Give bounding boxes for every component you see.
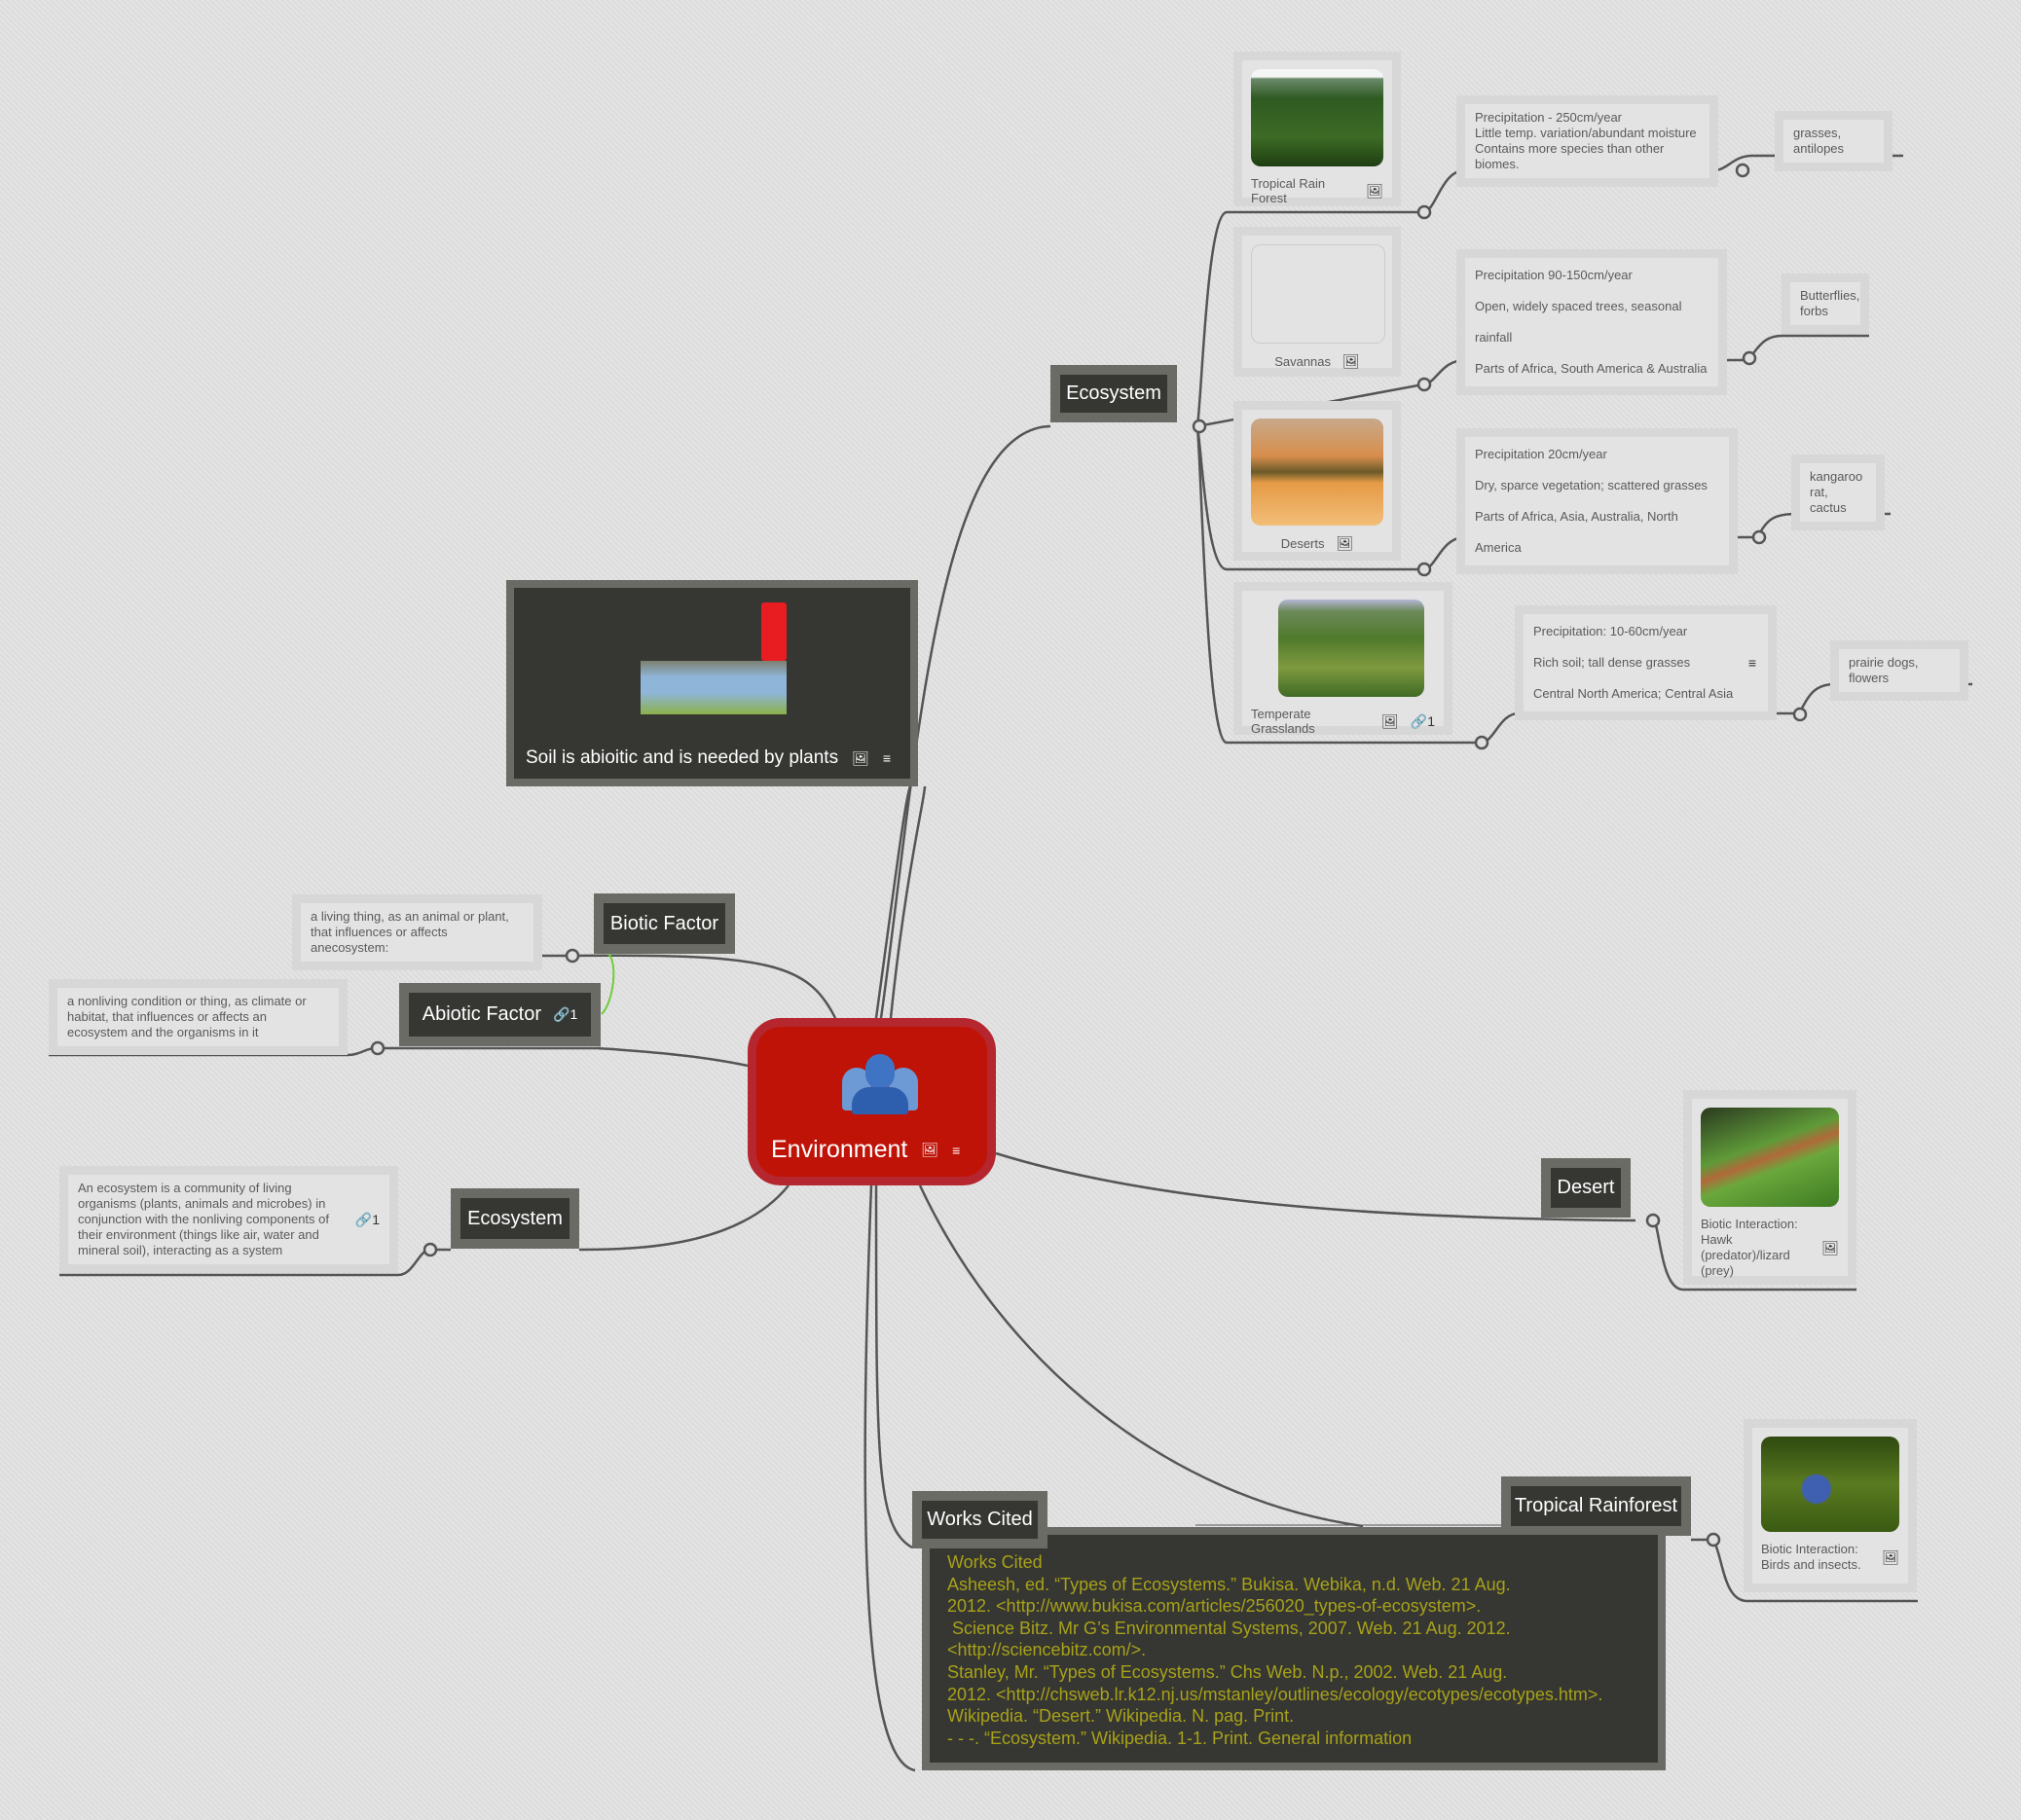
biome-label: Temperate Grasslands [1251, 707, 1315, 736]
biome-card-temperate-grasslands[interactable]: Temperate Grasslands 🖼 🔗1 [1233, 582, 1452, 736]
note-line: Parts of Africa, Asia, Australia, North … [1475, 509, 1678, 555]
biome-note[interactable]: Precipitation - 250cm/year Little temp. … [1456, 95, 1718, 187]
rainforest-image [1251, 69, 1383, 166]
citation-line: 2012. <http://www.bukisa.com/articles/25… [947, 1596, 1482, 1617]
note-line: Precipitation 90-150cm/year [1475, 268, 1633, 282]
note-text: a nonliving condition or thing, as clima… [67, 994, 307, 1039]
biome-label: Deserts [1280, 536, 1325, 551]
biome-card-deserts[interactable]: Deserts 🖼 [1233, 401, 1401, 561]
ecosystem-diagram-image [641, 602, 787, 729]
note-text: kangaroo rat, cactus [1810, 469, 1863, 515]
link-icon[interactable]: 🔗1 [354, 1212, 380, 1227]
note-text: Butterflies, forbs [1800, 288, 1860, 318]
topic-label: Ecosystem [1066, 382, 1161, 404]
biome-card-savannas[interactable]: Savannas 🖼 [1233, 227, 1401, 377]
topic-biotic-factor[interactable]: Biotic Factor [594, 893, 735, 954]
topic-label: Works Cited [927, 1509, 1033, 1530]
note-line: Parts of Africa, South America & Austral… [1475, 361, 1708, 376]
topic-ecosystem-top[interactable]: Ecosystem [1050, 365, 1177, 422]
image-icon[interactable]: 🖼 [1336, 535, 1354, 551]
note-line: Contains more species than other biomes. [1475, 141, 1665, 171]
link-icon[interactable]: 🔗1 [1410, 712, 1435, 729]
note-line: Rich soil; tall dense grasses [1533, 655, 1691, 670]
works-cited-content[interactable]: Works Cited Asheesh, ed. “Types of Ecosy… [922, 1527, 1666, 1770]
note-text: a living thing, as an animal or plant, t… [311, 909, 509, 955]
abiotic-note[interactable]: a nonliving condition or thing, as clima… [49, 979, 348, 1055]
image-icon[interactable]: 🖼 [1342, 353, 1360, 369]
card-caption: Biotic Interaction: Birds and insects. [1761, 1542, 1861, 1572]
notes-icon[interactable]: ≡ [882, 750, 892, 766]
image-icon[interactable]: 🖼 [1380, 712, 1399, 729]
image-icon[interactable]: 🖼 [852, 749, 869, 766]
citation-line: Stanley, Mr. “Types of Ecosystems.” Chs … [947, 1661, 1508, 1682]
topic-label: Ecosystem [467, 1207, 563, 1229]
link-icon[interactable]: 🔗1 [553, 1006, 578, 1022]
note-line: Precipitation - 250cm/year [1475, 110, 1623, 125]
people-icon [842, 1054, 918, 1114]
notes-icon: ≡ [952, 1142, 961, 1158]
topic-label: Tropical Rainforest [1514, 1495, 1678, 1516]
note-text: prairie dogs, flowers [1849, 655, 1919, 685]
desert-image [1251, 419, 1383, 526]
image-icon[interactable]: 🖼 [1821, 1239, 1839, 1256]
topic-label: Abiotic Factor [422, 1003, 542, 1025]
citation-line: - - -. “Ecosystem.” Wikipedia. 1-1. Prin… [947, 1728, 1413, 1748]
citation-line: 2012. <http://chsweb.lr.k12.nj.us/mstanl… [947, 1684, 1603, 1704]
broken-image [1251, 244, 1385, 344]
topic-soil[interactable]: Soil is abioitic and is needed by plants… [506, 580, 918, 786]
biome-note[interactable]: Precipitation 20cm/year Dry, sparce vege… [1456, 428, 1738, 574]
topic-ecosystem-left[interactable]: Ecosystem [451, 1188, 579, 1249]
central-label: Environment [771, 1136, 908, 1163]
biotic-note[interactable]: a living thing, as an animal or plant, t… [292, 894, 542, 970]
leaf-note[interactable]: grasses, antilopes [1775, 111, 1892, 171]
note-text: grasses, antilopes [1793, 126, 1845, 156]
leaf-note[interactable]: prairie dogs, flowers [1830, 640, 1968, 701]
note-text: An ecosystem is a community of living or… [78, 1181, 329, 1257]
biome-note[interactable]: Precipitation: 10-60cm/year Rich soil; t… [1515, 605, 1777, 720]
topic-label: Biotic Factor [609, 912, 719, 934]
biome-label: Tropical Rain Forest [1251, 176, 1326, 205]
topic-label: Desert [1557, 1177, 1615, 1198]
topic-desert[interactable]: Desert [1541, 1158, 1631, 1218]
notes-icon[interactable]: ≡ [1747, 655, 1756, 671]
note-line: Dry, sparce vegetation; scattered grasse… [1475, 478, 1708, 492]
note-line: Central North America; Central Asia [1533, 686, 1734, 701]
note-line: Little temp. variation/abundant moisture [1475, 126, 1697, 140]
leaf-note[interactable]: Butterflies, forbs [1782, 273, 1869, 334]
citation-line: Science Bitz. Mr G’s Environmental Syste… [947, 1618, 1511, 1638]
citation-line: Wikipedia. “Desert.” Wikipedia. N. pag. … [947, 1706, 1295, 1727]
bird-image [1761, 1437, 1899, 1532]
desert-interaction-card[interactable]: Biotic Interaction: Hawk (predator)/liza… [1683, 1090, 1856, 1285]
image-icon[interactable]: 🖼 [1882, 1548, 1899, 1565]
card-caption: Biotic Interaction: Hawk (predator)/liza… [1701, 1217, 1798, 1278]
citation-line: Asheesh, ed. “Types of Ecosystems.” Buki… [947, 1574, 1511, 1594]
citation-line: Works Cited [947, 1552, 1043, 1572]
note-line: Precipitation 20cm/year [1475, 447, 1607, 461]
image-icon[interactable]: 🖼 [1366, 182, 1383, 199]
note-line: Precipitation: 10-60cm/year [1533, 624, 1688, 638]
ecosystem-note[interactable]: An ecosystem is a community of living or… [59, 1166, 398, 1273]
grassland-image [1278, 600, 1424, 697]
topic-abiotic-factor[interactable]: Abiotic Factor 🔗1 [399, 983, 601, 1046]
image-icon: 🖼 [921, 1142, 939, 1157]
rainforest-interaction-card[interactable]: Biotic Interaction: Birds and insects. 🖼 [1744, 1419, 1917, 1592]
topic-label: Soil is abioitic and is needed by plants [526, 747, 839, 768]
citation-line: <http://sciencebitz.com/>. [947, 1640, 1147, 1660]
leaf-note[interactable]: kangaroo rat, cactus [1791, 455, 1885, 530]
topic-works-cited[interactable]: Works Cited [912, 1491, 1047, 1548]
biome-card-tropical-rain-forest[interactable]: Tropical Rain Forest 🖼 [1233, 52, 1401, 206]
note-line: Open, widely spaced trees, seasonal rain… [1475, 299, 1682, 345]
biome-note[interactable]: Precipitation 90-150cm/year Open, widely… [1456, 249, 1727, 395]
central-topic-environment[interactable]: Environment 🖼 ≡ [748, 1018, 996, 1185]
biome-label: Savannas [1274, 354, 1332, 369]
hawk-image [1701, 1108, 1839, 1207]
